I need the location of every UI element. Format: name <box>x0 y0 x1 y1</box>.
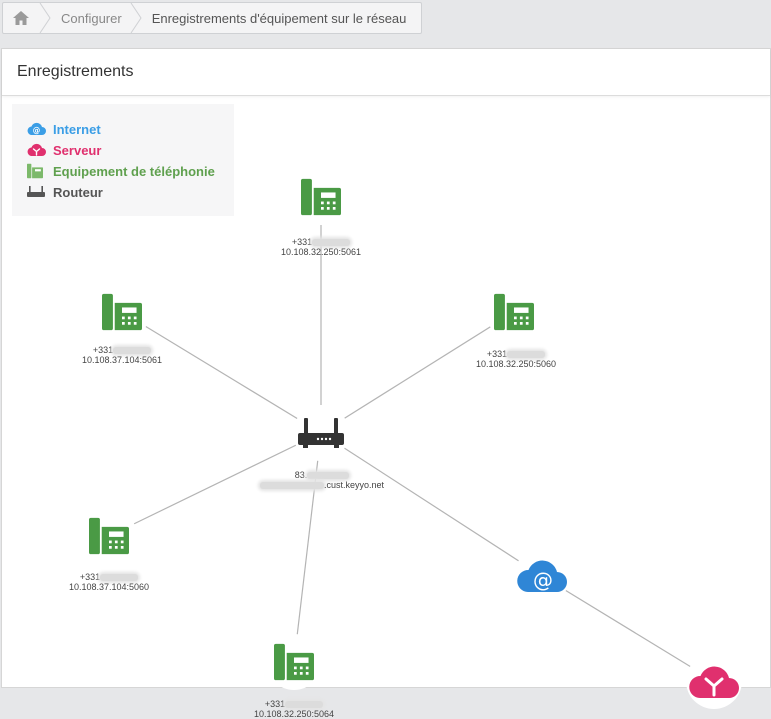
phone-number: +331 <box>486 349 508 359</box>
legend-item-routeur: Routeur <box>26 183 103 201</box>
edge-internet-server <box>541 575 715 682</box>
phone-number: +331 <box>291 237 313 247</box>
breadcrumb-separator-icon <box>39 3 51 33</box>
edge-router-internet <box>320 432 543 577</box>
router-hostname: .cust.keyyo.net <box>323 480 385 490</box>
graph-edges <box>108 199 715 682</box>
redacted-text <box>507 351 546 359</box>
network-graph: @ Internet Serveur <box>2 96 770 719</box>
legend-label-internet: Internet <box>53 121 101 137</box>
graph-legend: @ Internet Serveur <box>12 104 234 216</box>
router-node-label: 83. .cust.keyyo.net <box>232 470 412 490</box>
phone-node-label: +331 10.108.32.250:5064 <box>204 699 384 719</box>
panel-title: Enregistrements <box>2 49 770 96</box>
server-cloud-icon <box>26 142 48 158</box>
desk-phone-icon <box>494 293 534 331</box>
desk-phone-icon <box>102 293 142 331</box>
svg-text:@: @ <box>33 126 41 135</box>
server-node[interactable] <box>686 653 742 709</box>
redacted-text <box>259 482 324 490</box>
registrations-panel: Enregistrements @ <box>1 48 771 719</box>
edge-router-phone-2 <box>121 311 322 434</box>
cloud-at-icon: @ <box>26 121 48 137</box>
edge-router-phone-3 <box>320 311 515 434</box>
redacted-text <box>113 347 152 355</box>
desk-phone-icon <box>274 643 314 681</box>
phone-number: +331 <box>79 572 101 582</box>
legend-item-internet: @ Internet <box>26 120 101 138</box>
edge-router-phone-5 <box>293 432 322 663</box>
legend-label-routeur: Routeur <box>53 184 103 200</box>
router-ip: 83. <box>294 470 308 480</box>
router-node[interactable] <box>293 405 349 461</box>
phone-address: 10.108.37.104:5060 <box>68 582 150 592</box>
phone-node-label: +331 10.108.37.104:5061 <box>32 345 212 365</box>
redacted-text <box>312 239 351 247</box>
phone-address: 10.108.37.104:5061 <box>81 355 163 365</box>
legend-label-telephonie: Equipement de téléphonie <box>53 163 215 179</box>
phone-node-label: +331 10.108.37.104:5060 <box>19 572 199 592</box>
phone-number: +331 <box>264 699 286 709</box>
desk-phone-icon <box>301 178 341 216</box>
phone-address: 10.108.32.250:5064 <box>253 709 335 719</box>
router-icon <box>26 184 48 200</box>
router-icon <box>298 418 344 448</box>
phone-number: +331 <box>92 345 114 355</box>
edge-router-phone-4 <box>108 432 322 537</box>
legend-item-serveur: Serveur <box>26 141 101 159</box>
legend-item-telephonie: Equipement de téléphonie <box>26 162 215 180</box>
breadcrumb: Configurer Enregistrements d'équipement … <box>2 2 422 34</box>
phone-node[interactable] <box>81 508 137 564</box>
phone-node-label: +331 10.108.32.250:5061 <box>231 237 411 257</box>
internet-node[interactable]: @ <box>514 548 570 604</box>
home-icon[interactable] <box>3 3 39 33</box>
phone-node-label: +331 10.108.32.250:5060 <box>426 349 606 369</box>
cloud-at-icon: @ <box>517 560 567 592</box>
phone-node[interactable] <box>293 169 349 225</box>
phone-node[interactable] <box>486 284 542 340</box>
breadcrumb-separator-icon <box>130 3 142 33</box>
redacted-text <box>100 574 139 582</box>
redacted-text <box>307 472 350 480</box>
legend-label-serveur: Serveur <box>53 142 102 158</box>
phone-address: 10.108.32.250:5061 <box>280 247 362 257</box>
phone-node[interactable] <box>94 284 150 340</box>
redacted-text <box>285 701 324 709</box>
breadcrumb-configurer[interactable]: Configurer <box>61 10 122 26</box>
breadcrumb-current-page: Enregistrements d'équipement sur le rése… <box>151 10 407 26</box>
phone-address: 10.108.32.250:5060 <box>475 359 557 369</box>
svg-text:@: @ <box>533 568 553 592</box>
phone-node[interactable] <box>266 634 322 690</box>
desk-phone-icon <box>89 517 129 555</box>
desk-phone-icon <box>26 163 48 179</box>
server-cloud-icon <box>689 666 739 698</box>
